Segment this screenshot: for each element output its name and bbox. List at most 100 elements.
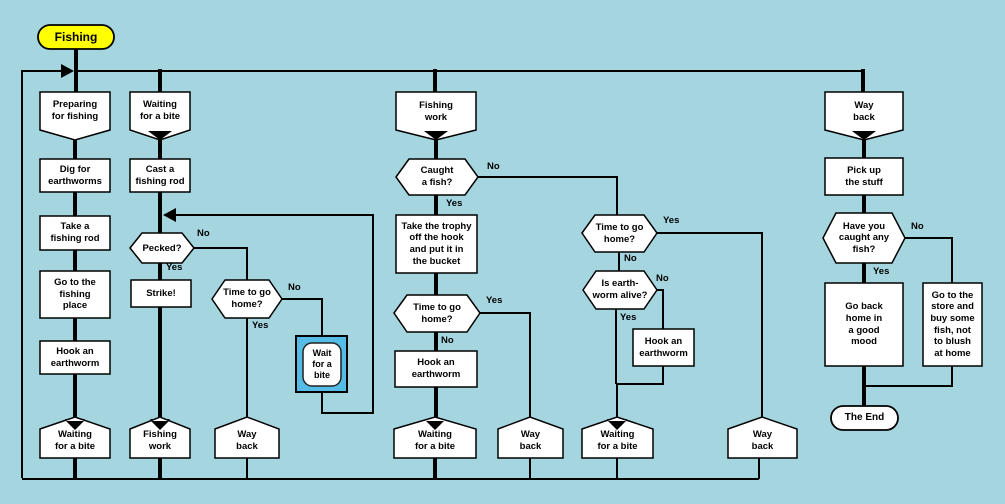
node-label-pick-up[interactable]: Pick up the stuff (845, 164, 883, 188)
edge-caught-no (478, 176, 618, 216)
node-shape-way-back-bottom1[interactable] (214, 416, 280, 459)
node-shape-time-home1[interactable] (211, 279, 283, 319)
node-shape-time-home3[interactable] (581, 214, 658, 253)
edge-pecked-no (194, 247, 248, 282)
node-label-end[interactable]: The End (844, 411, 885, 423)
node-shape-wait-bite[interactable] (302, 342, 342, 387)
arrow-left-icon (163, 208, 176, 222)
node-label-wait-bite[interactable]: Wait for a bite (312, 348, 332, 380)
node-shape-caught[interactable] (395, 158, 479, 196)
main-flow-lines (73, 49, 866, 480)
routing-lines (21, 70, 953, 480)
node-label-cast[interactable]: Cast a fishing rod (135, 163, 185, 187)
arrow-down-icon (66, 421, 84, 430)
node-shape-go-place[interactable] (39, 270, 111, 319)
edge-label-time-home1-yes: Yes (252, 320, 269, 331)
arrow-right-icon (61, 64, 74, 78)
node-label-caught[interactable]: Caught a fish? (420, 165, 454, 188)
edge-label-pecked-no: No (197, 228, 210, 239)
node-label-fishing-work-bottom[interactable]: Fishing work (143, 429, 177, 452)
node-label-worm-alive[interactable]: Is earth- worm alive? (592, 278, 648, 301)
node-shape-fishing-work-top[interactable] (395, 91, 477, 141)
edge-timehome3-yes (657, 232, 763, 419)
node-label-time-home3[interactable]: Time to go home? (595, 221, 644, 245)
node-label-waiting-bottom1[interactable]: Waiting for a bite (54, 429, 96, 452)
node-shape-pecked[interactable] (129, 232, 195, 264)
edge-timehome1-no (282, 298, 323, 337)
edge-label-time-home1-no: No (288, 282, 301, 293)
edge-label-time-home2-no: No (441, 335, 454, 346)
node-shape-way-back-top[interactable] (824, 91, 904, 141)
node-label-pecked[interactable]: Pecked? (142, 242, 182, 254)
edge-label-caught-any-no: No (911, 221, 924, 232)
node-shape-hook1[interactable] (39, 340, 111, 375)
node-label-waiting-bottom3[interactable]: Waiting for a bite (597, 429, 638, 452)
arrow-down-icon (608, 421, 626, 430)
arrow-down-icon (148, 131, 172, 140)
node-shape-go-home-mood[interactable] (824, 282, 904, 367)
node-shape-time-home2[interactable] (393, 294, 481, 333)
node-label-hook2[interactable]: Hook an earthworm (411, 357, 461, 380)
arrow-down-icon (151, 421, 169, 430)
node-label-hook1[interactable]: Hook an earthworm (50, 345, 100, 369)
node-label-go-home-mood[interactable]: Go back home in a good mood (845, 301, 883, 348)
node-shape-cast[interactable] (129, 158, 191, 193)
node-label-dig[interactable]: Dig for earthworms (48, 163, 102, 187)
node-label-strike[interactable]: Strike! (146, 287, 176, 299)
arrow-down-icon (852, 131, 876, 140)
edge-hook3-return (616, 366, 664, 385)
node-label-waiting-bottom2[interactable]: Waiting for a bite (414, 429, 456, 452)
node-shape-worm-alive[interactable] (582, 270, 658, 310)
arrow-down-icon (426, 421, 444, 430)
node-label-way-back-bottom3[interactable]: Way back (751, 429, 774, 452)
node-shape-waiting-bottom2[interactable] (393, 416, 477, 459)
edge-label-caught-no: No (487, 161, 500, 172)
node-label-time-home1[interactable]: Time to go home? (223, 287, 271, 310)
node-label-fishing-work-top[interactable]: Fishing work (419, 99, 453, 123)
node-shape-strike[interactable] (130, 279, 192, 308)
edge-store-return (866, 366, 953, 387)
node-label-waiting-top[interactable]: Waiting for a bite (139, 99, 181, 122)
node-shape-hook3[interactable] (632, 328, 695, 367)
node-label-start[interactable]: Fishing (54, 29, 98, 44)
node-label-time-home2[interactable]: Time to go home? (413, 301, 461, 325)
node-label-go-place[interactable]: Go to the fishing place (54, 277, 96, 312)
node-shape-fishing-work-bottom[interactable] (129, 416, 191, 459)
node-label-store[interactable]: Go to the store and buy some fish, not t… (930, 289, 975, 359)
node-shape-waiting-top[interactable] (129, 91, 191, 141)
node-shape-store[interactable] (922, 282, 983, 367)
node-shape-end[interactable] (830, 405, 899, 431)
node-shape-waiting-bottom3[interactable] (581, 416, 654, 459)
node-shape-start[interactable] (37, 24, 115, 50)
node-label-preparing[interactable]: Preparing for fishing (51, 99, 99, 122)
node-shape-hook2[interactable] (394, 350, 478, 388)
edge-label-worm-no: No (656, 273, 669, 284)
edge-left-loop (21, 70, 61, 478)
edge-label-time-home2-yes: Yes (486, 295, 503, 306)
node-label-take-rod[interactable]: Take a fishing rod (50, 221, 100, 244)
node-shape-caught-any[interactable] (822, 212, 906, 264)
node-shape-pick-up[interactable] (824, 157, 904, 196)
node-label-hook3[interactable]: Hook an earthworm (639, 335, 688, 359)
node-label-way-back-bottom2[interactable]: Way back (519, 429, 542, 452)
node-shape-trophy[interactable] (395, 214, 478, 274)
node-label-caught-any[interactable]: Have you caught any fish? (838, 220, 890, 255)
node-shape-way-back-bottom3[interactable] (727, 416, 798, 459)
node-shape-waiting-bottom1[interactable] (39, 416, 111, 459)
edge-timehome2-yes (480, 312, 531, 419)
arrow-down-icon (424, 131, 448, 140)
node-label-trophy[interactable]: Take the trophy off the hook and put it … (401, 220, 472, 267)
edge-waitbite-loop (170, 214, 374, 414)
node-shape-take-rod[interactable] (39, 215, 111, 251)
node-label-way-back-top[interactable]: Way back (853, 99, 875, 123)
node-shape-dig[interactable] (39, 158, 111, 193)
node-label-way-back-bottom1[interactable]: Way back (236, 429, 258, 452)
edge-label-time-home3-yes: Yes (663, 215, 680, 226)
edge-label-caught-yes: Yes (446, 198, 463, 209)
edge-caughtany-no (905, 237, 953, 284)
edge-label-worm-yes: Yes (620, 312, 637, 323)
node-shape-preparing[interactable] (39, 91, 111, 141)
node-shape-way-back-bottom2[interactable] (497, 416, 564, 459)
